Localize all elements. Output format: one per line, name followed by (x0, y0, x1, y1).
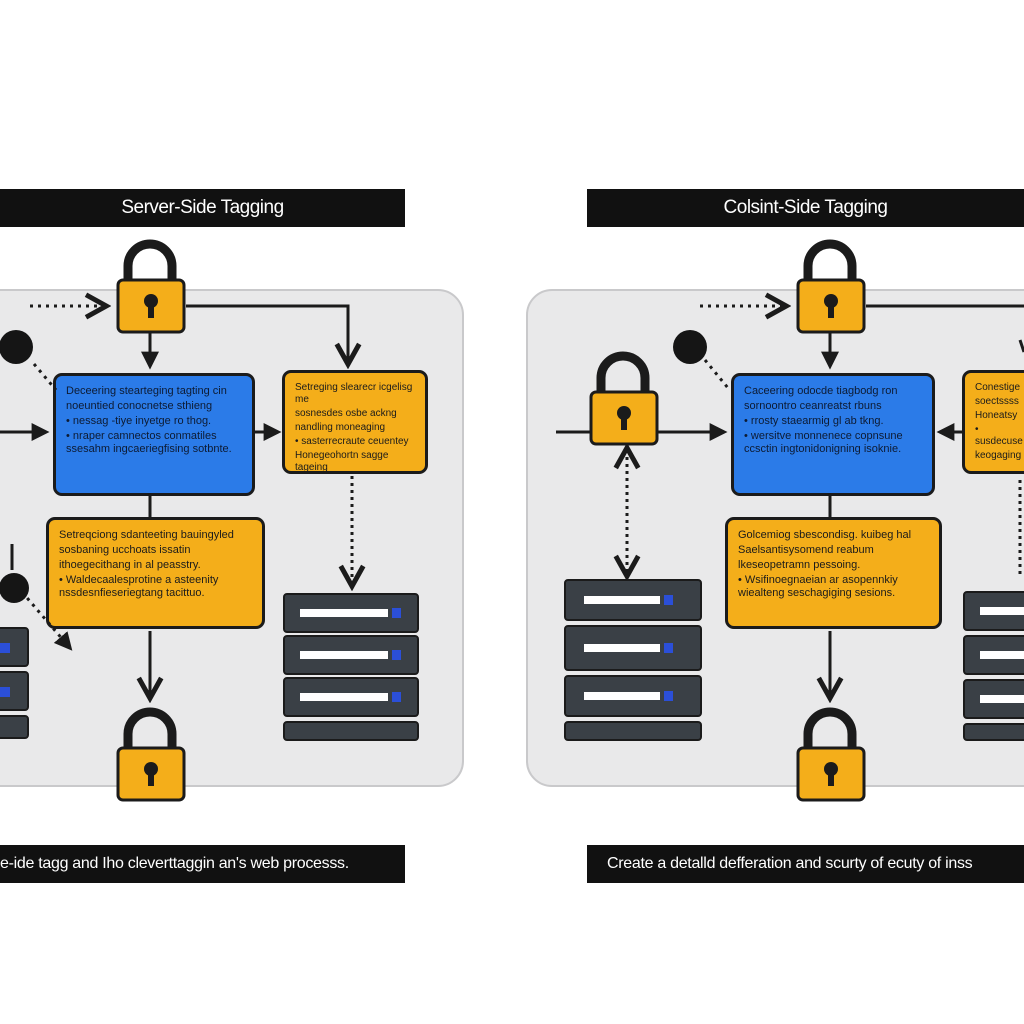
left-top-lock-icon (116, 239, 186, 334)
right-dotted-node-link (703, 359, 730, 389)
right-yellow-mid-line-3: lkeseopetramn pessoing. (738, 559, 861, 571)
left-yellow-mid-bullet-1: Waldecaalesprotine a asteenity nssdesnfi… (59, 574, 252, 600)
right-yellow-mid-line-2: Saelsantisysomend reabum (738, 544, 874, 556)
left-blue-bullet-1: nessag -tiye inyetge ro thog. (66, 415, 242, 428)
left-arrows (0, 306, 352, 696)
left-edge-server-icon (0, 627, 29, 739)
left-blue-line-2: noeuntied conocnetse sthieng (66, 400, 213, 412)
left-yellow-mid-line-1: Setreqciong sdanteeting bauingyled (59, 529, 234, 541)
left-caption-bar: e-ide tagg and Iho cleverttaggin an's we… (0, 845, 405, 883)
left-blue-box: Deceering stearteging tagting cin noeunt… (53, 373, 255, 496)
left-yellow-top-line-2: sosnesdes osbe ackng (295, 408, 397, 419)
left-yellow-top-line-3: nandling moneaging (295, 422, 386, 433)
left-node-dot (0, 330, 33, 364)
left-yellow-box-top: Setreging slearecr icgelisg me sosnesdes… (282, 370, 428, 474)
left-yellow-top-line-1: Setreging slearecr icgelisg me (295, 382, 413, 405)
right-title: Colsint-Side Tagging (723, 197, 888, 218)
left-yellow-top-bullet-1: sasterrecraute ceuentey (295, 436, 415, 448)
left-yellow-box-mid: Setreqciong sdanteeting bauingyled sosba… (46, 517, 265, 629)
left-server-rack-icon (283, 593, 419, 741)
left-yellow-top-bullet-2: Honegeohortn sagge tageing (295, 450, 389, 473)
right-yellow-top-line-2: soectssss (975, 396, 1019, 407)
right-edge-server-icon (963, 591, 1024, 741)
right-yellow-top-line-1: Conestige (975, 382, 1021, 393)
right-yellow-top-bullet-1: susdecuse (975, 424, 1024, 448)
right-yellow-box-mid: Golcemiog sbescondisg. kuibeg hal Saelsa… (725, 517, 942, 629)
left-bottom-lock-icon (116, 707, 186, 802)
right-middle-lock-icon (589, 351, 659, 446)
right-caption-bar: Create a detalld defferation and scurty … (587, 845, 1024, 883)
right-server-rack-icon (564, 579, 702, 741)
arrow-lock-to-yellow-top (186, 304, 348, 362)
left-blue-line-1: Deceering stearteging tagting cin (66, 385, 227, 397)
right-blue-bullet-1: rrosty staearmig gl ab tkng. (744, 415, 922, 428)
left-title-bar: Server-Side Tagging (0, 189, 405, 227)
right-arrows (556, 306, 1024, 696)
left-blue-bullet-2: nraper camnectos conmatiles ssesahm ingc… (66, 430, 242, 456)
right-top-lock-icon (796, 239, 866, 334)
left-yellow-mid-line-2: sosbaning ucchoats issatin (59, 544, 191, 556)
right-title-bar: Colsint-Side Tagging (587, 189, 1024, 227)
left-title: Server-Side Tagging (121, 197, 284, 218)
right-blue-line-1: Caceering odocde tiagbodg ron (744, 385, 898, 397)
right-blue-line-2: sornoontro ceanreatst rbuns (744, 400, 882, 412)
left-yellow-mid-line-3: ithoegecithang in al peasstry. (59, 559, 201, 571)
right-yellow-mid-bullet-1: Wsifinoegnaeian ar asopennkiy wiealteng … (738, 574, 929, 600)
right-node-dot (673, 330, 707, 364)
right-yellow-mid-line-1: Golcemiog sbescondisg. kuibeg hal (738, 529, 912, 541)
dotted-node-link (32, 363, 58, 391)
left-caption: e-ide tagg and Iho cleverttaggin an's we… (0, 855, 349, 872)
right-yellow-top-bullet-2: keogaging (975, 450, 1022, 461)
left-node-dot-2 (0, 573, 29, 603)
right-yellow-top-line-3: Honeatsy (975, 410, 1018, 421)
dotted-left-arrow (20, 591, 73, 651)
right-caption: Create a detalld defferation and scurty … (607, 855, 973, 872)
right-yellow-box-top: Conestige soectssss Honeatsy susdecuse k… (962, 370, 1024, 474)
right-edge-arrow (1018, 339, 1024, 353)
right-blue-bullet-2: wersitve monnenece copnsune ccsctin ingt… (744, 430, 922, 456)
right-blue-box: Caceering odocde tiagbodg ron sornoontro… (731, 373, 935, 496)
right-bottom-lock-icon (796, 707, 866, 802)
